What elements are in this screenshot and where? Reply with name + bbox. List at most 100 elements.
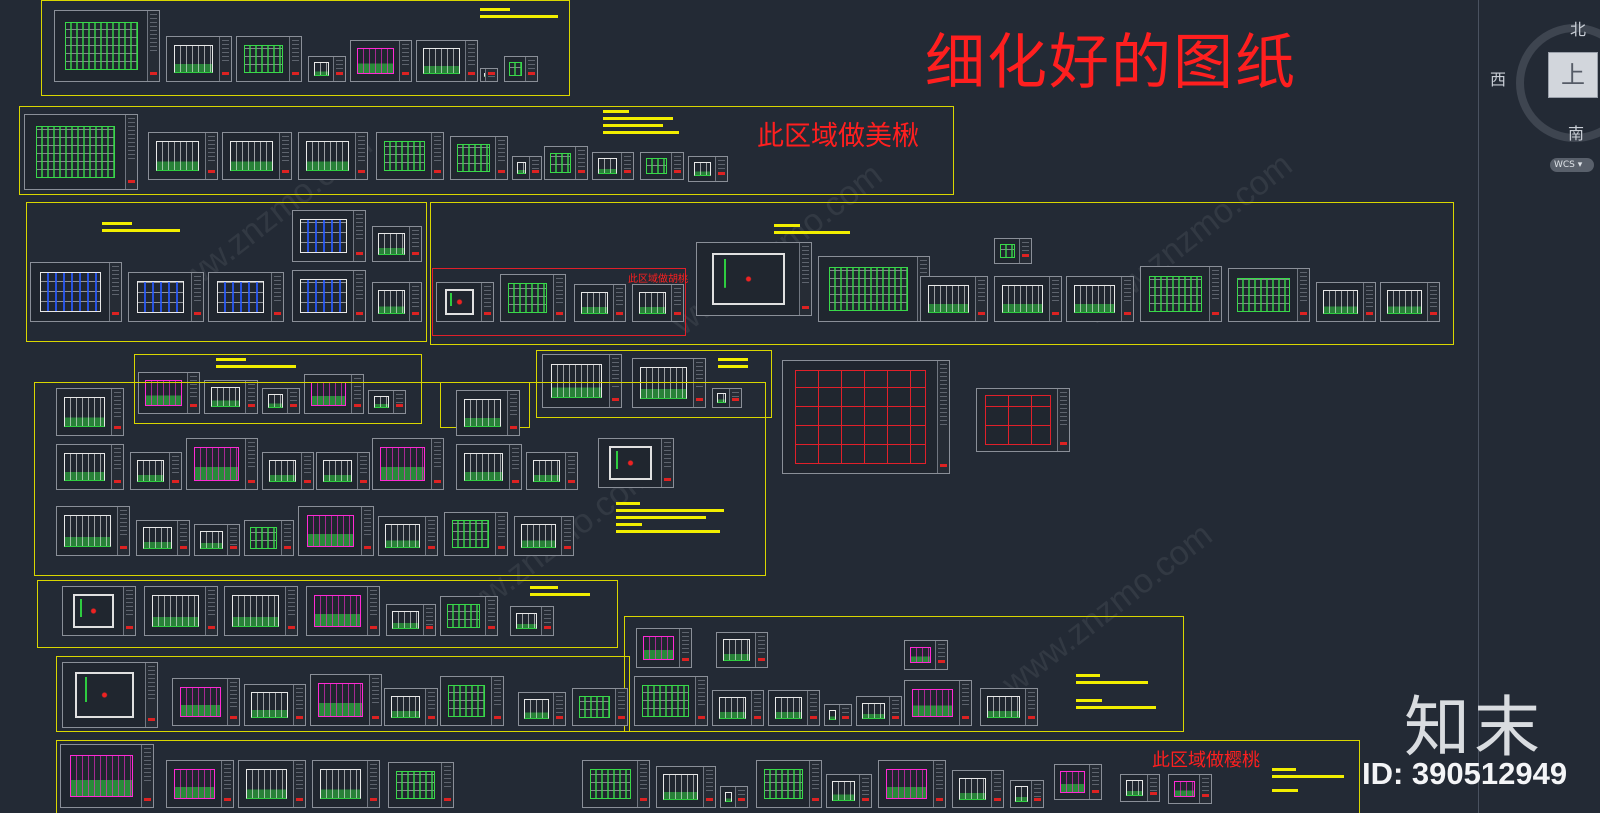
drawing-sheet[interactable] [136,520,190,556]
drawing-sheet[interactable] [768,690,820,726]
drawing-sheet[interactable] [62,586,136,636]
drawing-sheet[interactable] [222,132,292,180]
drawing-sheet[interactable] [298,506,374,556]
drawing-sheet[interactable] [712,690,764,726]
drawing-sheet[interactable] [826,774,872,808]
drawing-sheet[interactable] [292,270,366,322]
drawing-sheet[interactable] [574,284,626,322]
drawing-frame-8[interactable] [37,580,618,648]
viewcube-icon[interactable]: 上 [1548,52,1598,98]
drawing-sheet[interactable] [980,688,1038,726]
drawing-sheet[interactable] [510,606,554,636]
drawing-sheet[interactable] [976,388,1070,452]
drawing-sheet[interactable] [1140,266,1222,322]
drawing-sheet[interactable] [368,390,406,414]
drawing-sheet[interactable] [378,516,438,556]
drawing-sheet[interactable] [1168,774,1212,804]
drawing-sheet[interactable] [384,688,438,726]
drawing-sheet[interactable] [236,36,302,82]
drawing-sheet[interactable] [878,760,946,808]
drawing-sheet[interactable] [56,444,124,490]
drawing-sheet[interactable] [350,40,412,82]
viewcube[interactable]: 北 西 南 上 [1490,16,1600,146]
drawing-sheet[interactable] [696,242,812,316]
drawing-sheet[interactable] [526,452,578,490]
drawing-sheet[interactable] [376,132,444,180]
drawing-sheet[interactable] [514,516,574,556]
drawing-sheet[interactable] [440,596,498,636]
drawing-sheet[interactable] [1316,282,1376,322]
compass-west[interactable]: 西 [1490,70,1507,89]
drawing-frame-3[interactable] [26,202,427,342]
drawing-sheet[interactable] [306,586,380,636]
drawing-sheet[interactable] [450,136,508,180]
drawing-sheet[interactable] [1228,268,1310,322]
drawing-sheet[interactable] [440,676,504,726]
drawing-sheet[interactable] [244,684,306,726]
drawing-sheet[interactable] [480,68,498,82]
drawing-sheet[interactable] [720,786,748,808]
drawing-sheet[interactable] [782,360,950,474]
drawing-sheet[interactable] [298,132,368,180]
drawing-sheet[interactable] [1054,764,1102,800]
drawing-sheet[interactable] [1120,774,1160,802]
drawing-sheet[interactable] [204,380,258,414]
drawing-sheet[interactable] [144,586,218,636]
drawing-sheet[interactable] [756,760,822,808]
drawing-sheet[interactable] [56,506,130,556]
drawing-sheet[interactable] [656,766,716,808]
drawing-sheet[interactable] [128,272,204,322]
drawing-frame-1[interactable] [41,0,570,96]
drawing-sheet[interactable] [388,762,454,808]
drawing-sheet[interactable] [994,276,1062,322]
drawing-sheet[interactable] [920,276,988,322]
drawing-sheet[interactable] [436,282,494,322]
drawing-sheet[interactable] [172,678,240,726]
compass-south[interactable]: 南 [1568,124,1585,143]
drawing-sheet[interactable] [310,674,382,726]
drawing-sheet[interactable] [54,10,160,82]
wcs-menu-button[interactable]: WCS ▾ [1550,158,1594,172]
drawing-frame-6[interactable] [536,350,772,418]
drawing-sheet[interactable] [518,692,566,726]
drawing-sheet[interactable] [444,512,508,556]
compass-north[interactable]: 北 [1570,20,1587,39]
drawing-sheet[interactable] [304,374,364,414]
drawing-sheet[interactable] [262,388,300,414]
highlight-region-red[interactable] [432,268,686,336]
drawing-sheet[interactable] [904,640,948,670]
drawing-sheet[interactable] [688,156,728,182]
drawing-frame-9b[interactable] [56,656,630,732]
drawing-sheet[interactable] [238,760,306,808]
drawing-sheet[interactable] [386,604,436,636]
drawing-frame-7[interactable] [34,382,766,576]
drawing-sheet[interactable] [632,358,706,408]
drawing-sheet[interactable] [372,438,444,490]
drawing-sheet[interactable] [1066,276,1134,322]
drawing-sheet[interactable] [166,760,234,808]
drawing-sheet[interactable] [1380,282,1440,322]
drawing-sheet[interactable] [56,388,124,436]
drawing-sheet[interactable] [24,114,138,190]
drawing-frame-2[interactable] [19,106,954,195]
drawing-sheet[interactable] [818,256,930,322]
drawing-sheet[interactable] [592,152,634,180]
drawing-sheet[interactable] [640,152,684,180]
drawing-sheet[interactable] [416,40,478,82]
drawing-sheet[interactable] [598,438,674,488]
drawing-sheet[interactable] [544,146,588,180]
drawing-frame-9[interactable] [624,616,1184,732]
drawing-sheet[interactable] [952,770,1004,808]
drawing-sheet[interactable] [194,524,240,556]
drawing-sheet[interactable] [712,388,742,408]
drawing-sheet[interactable] [456,444,522,490]
drawing-sheet[interactable] [456,390,520,436]
drawing-frame-4[interactable] [430,202,1454,345]
drawing-sheet[interactable] [148,132,218,180]
drawing-sheet[interactable] [572,688,628,726]
drawing-sheet[interactable] [312,760,380,808]
drawing-sheet[interactable] [244,520,294,556]
drawing-sheet[interactable] [292,210,366,262]
drawing-sheet[interactable] [262,452,314,490]
